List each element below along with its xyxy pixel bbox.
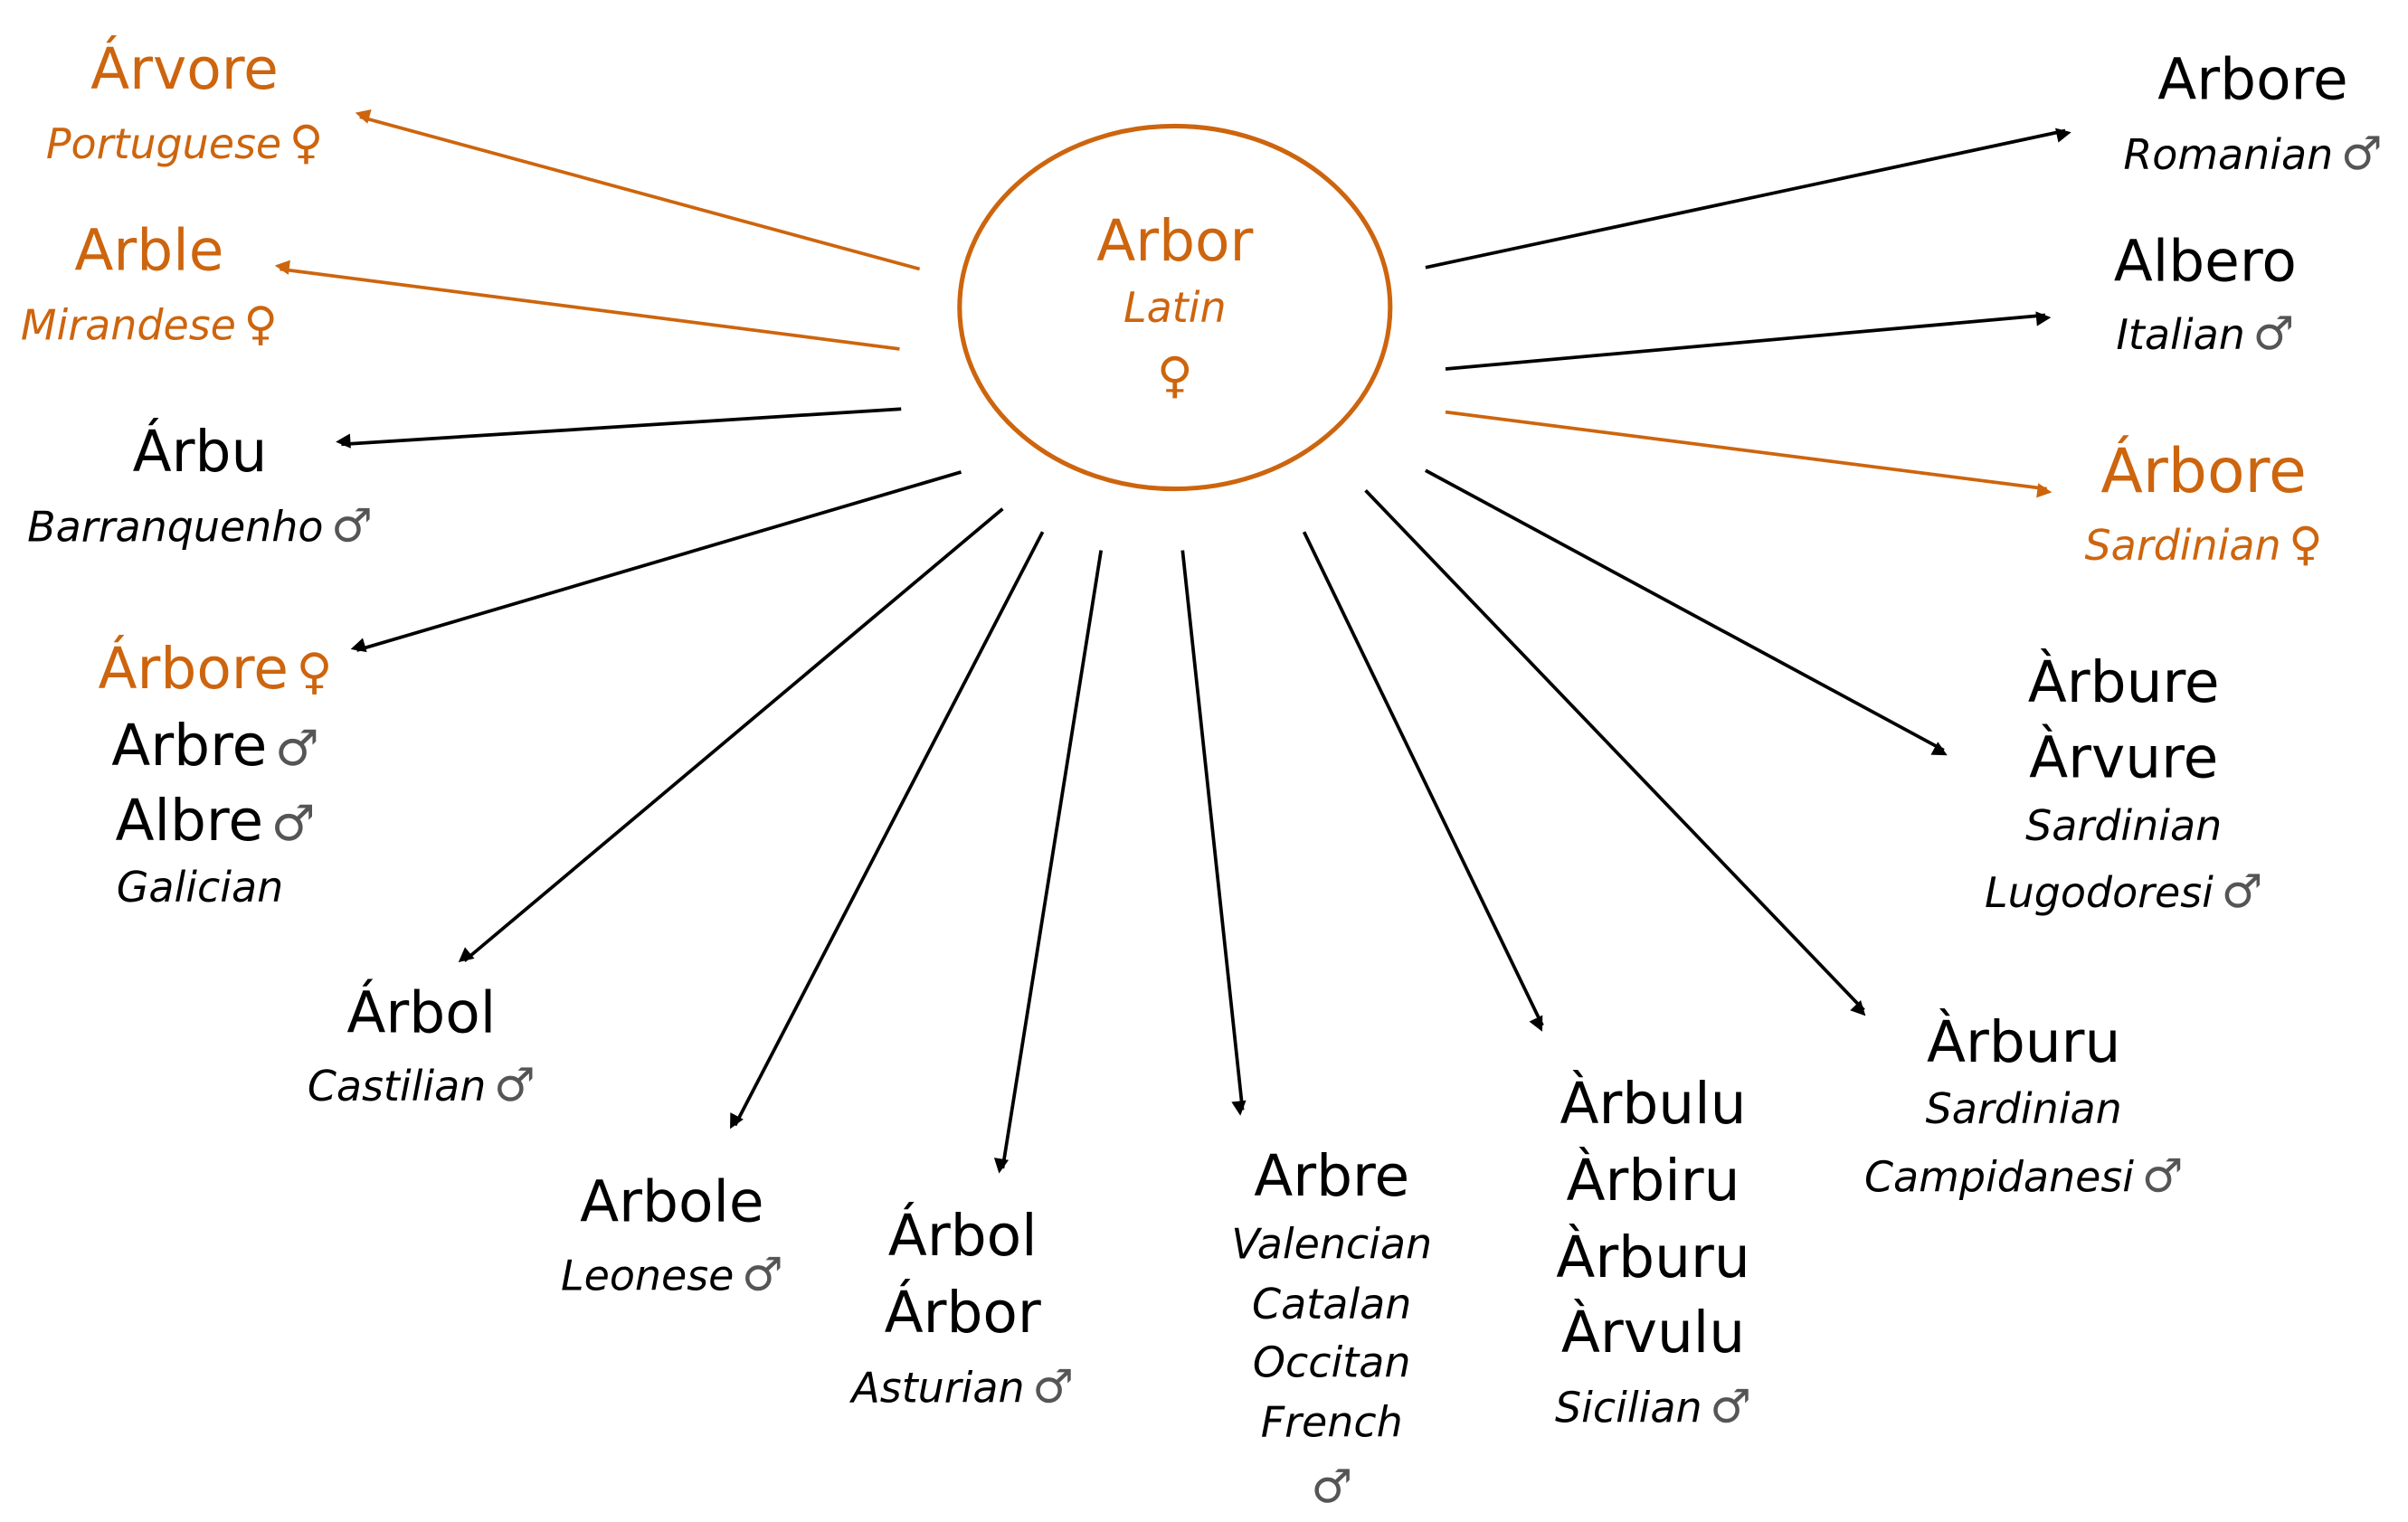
arrow-to-leonese	[730, 531, 1045, 1130]
node-valencian-language: Valencian	[1231, 1221, 1433, 1270]
male-symbol-icon: ♂	[2252, 307, 2295, 362]
node-asturian-language: Asturian	[851, 1365, 1025, 1413]
arrow-to-sardinian-campidanesi	[1364, 489, 1866, 1016]
center-language: Latin	[1123, 285, 1227, 334]
node-italian-language: Italian	[2116, 312, 2245, 360]
arrow-to-mirandese	[274, 260, 900, 351]
male-symbol-icon: ♂	[494, 1059, 536, 1113]
node-sicilian-word-1: Àrbulu	[1560, 1071, 1747, 1138]
male-symbol-icon: ♂	[270, 794, 316, 853]
node-sicilian-language-row: Sicilian ♂	[1555, 1385, 1751, 1432]
node-galician-word-1: Árbore	[98, 635, 289, 703]
node-portuguese-word: Árvore	[90, 35, 279, 103]
node-leonese-word: Arbole	[580, 1168, 764, 1235]
node-campidanesi-language-1: Sardinian	[1925, 1086, 2122, 1134]
node-campidanesi-language-row: Campidanesi ♂	[1863, 1154, 2183, 1203]
node-asturian-language-row: Asturian ♂	[851, 1365, 1074, 1413]
male-symbol-icon: ♂	[2340, 128, 2383, 182]
female-symbol-icon: ♀	[243, 298, 278, 353]
male-symbol-icon: ♂	[1710, 1380, 1752, 1435]
arrow-to-italian	[1445, 311, 2052, 371]
node-castilian-language: Castilian	[307, 1064, 487, 1112]
node-lugodoresi-language-2: Lugodoresi	[1985, 870, 2214, 918]
female-symbol-icon: ♀	[289, 117, 324, 171]
node-sardinian-language: Sardinian	[2084, 523, 2281, 571]
female-symbol-icon: ♀	[2289, 517, 2323, 572]
node-galician-word-2-row: Arbre ♂	[111, 717, 318, 774]
arrow-to-portuguese	[355, 109, 921, 271]
arrow-to-sardinian	[1445, 410, 2052, 498]
node-lugodoresi-word-2: Àrvure	[2029, 724, 2219, 791]
node-mirandese-language: Mirandese	[20, 302, 236, 351]
male-symbol-icon: ♂	[274, 718, 319, 778]
node-italian-language-row: Italian ♂	[2116, 311, 2294, 360]
node-romanian-word: Arbore	[2157, 46, 2348, 113]
node-galician-word-2: Arbre	[111, 712, 268, 780]
center-word: Arbor	[1096, 208, 1254, 275]
node-galician-word-3: Albre	[115, 788, 264, 855]
male-symbol-icon: ♂	[1311, 1461, 1353, 1515]
center-circle	[957, 123, 1393, 492]
node-sardinian-language-row: Sardinian ♀	[2084, 522, 2323, 571]
node-sicilian-word-3: Àrburu	[1556, 1224, 1750, 1291]
node-leonese-language: Leonese	[561, 1253, 735, 1301]
node-occitan-language: Occitan	[1252, 1339, 1411, 1388]
node-campidanesi-word: Àrburu	[1926, 1009, 2121, 1076]
arrow-group	[274, 109, 2071, 1174]
node-portuguese-language-row: Portuguese ♀	[45, 120, 323, 169]
node-mirandese-language-row: Mirandese ♀	[20, 302, 278, 351]
node-asturian-word-2: Árbor	[884, 1280, 1041, 1347]
node-leonese-language-row: Leonese ♂	[561, 1253, 783, 1300]
arrow-to-galician	[350, 470, 962, 653]
node-romanian-language-row: Romanian ♂	[2123, 131, 2382, 180]
female-symbol-icon: ♀	[296, 641, 333, 701]
male-symbol-icon: ♂	[2141, 1149, 2184, 1205]
node-sicilian-language: Sicilian	[1554, 1385, 1702, 1433]
arrow-to-barranquenho	[336, 407, 902, 449]
node-italian-word: Albero	[2113, 228, 2297, 295]
arrow-to-sicilian	[1302, 531, 1544, 1032]
node-lugodoresi-language-row: Lugodoresi ♂	[1985, 869, 2262, 918]
male-symbol-icon: ♂	[742, 1248, 783, 1302]
male-symbol-icon: ♂	[2221, 865, 2263, 920]
arrow-to-valencian-catalan-occitan-french	[1180, 550, 1247, 1116]
node-campidanesi-language-2: Campidanesi	[1863, 1154, 2135, 1203]
arrow-to-sardinian-lugodoresi	[1425, 468, 1948, 756]
node-romanian-language: Romanian	[2123, 132, 2334, 180]
arrow-to-romanian	[1425, 128, 2071, 269]
center-female-symbol: ♀	[1156, 345, 1193, 405]
male-symbol-icon: ♂	[1032, 1360, 1075, 1414]
node-portuguese-language: Portuguese	[45, 121, 282, 169]
node-castilian-word: Árbol	[346, 979, 497, 1046]
node-galician-word-3-row: Albre ♂	[115, 792, 315, 849]
node-lugodoresi-word-1: Àrbure	[2027, 649, 2220, 716]
node-sicilian-word-4: Àrvulu	[1560, 1300, 1746, 1366]
node-barranquenho-language: Barranquenho	[27, 504, 324, 553]
arrow-to-castilian	[458, 507, 1004, 963]
node-asturian-word-1: Árbol	[887, 1203, 1038, 1270]
node-castilian-language-row: Castilian ♂	[308, 1064, 536, 1110]
node-catalan-language: Catalan	[1252, 1281, 1412, 1329]
male-symbol-icon: ♂	[331, 499, 373, 553]
node-mirandese-word: Arble	[74, 217, 224, 284]
node-sardinian-word: Árbore	[2100, 436, 2307, 507]
node-lugodoresi-language-1: Sardinian	[2025, 803, 2223, 851]
node-barranquenho-language-row: Barranquenho ♂	[27, 504, 373, 553]
node-barranquenho-word: Árbu	[132, 419, 268, 486]
node-galician-word-1-row: Árbore ♀	[99, 640, 333, 697]
node-catalan-group-word: Arbre	[1254, 1142, 1410, 1210]
node-sicilian-word-2: Àrbiru	[1566, 1148, 1740, 1215]
node-french-language: French	[1260, 1399, 1403, 1448]
arrow-to-asturian	[993, 550, 1104, 1174]
node-galician-language: Galician	[116, 865, 284, 912]
